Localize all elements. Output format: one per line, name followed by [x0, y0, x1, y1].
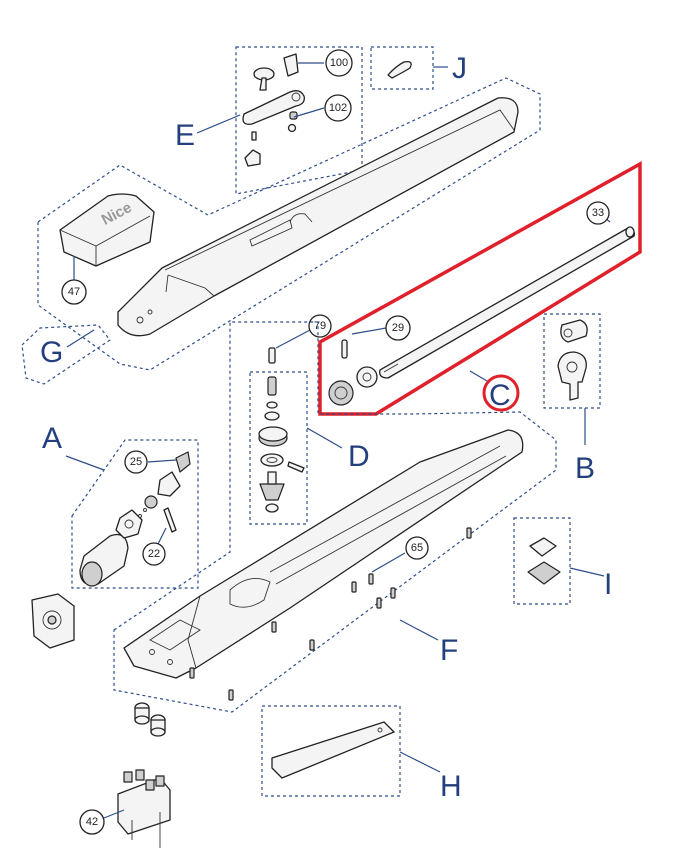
callout-22: 22 [148, 548, 160, 560]
group-label-e: E [175, 119, 195, 152]
terminal-block[interactable]: 42 [79, 769, 171, 848]
group-f[interactable]: 65 F [113, 321, 557, 713]
group-label-i: I [604, 568, 612, 601]
group-a[interactable]: A 25 22 [42, 422, 199, 589]
group-g-frame-outer [21, 324, 111, 385]
group-c-label-ring [482, 374, 520, 412]
arm-cover [117, 97, 519, 337]
group-a-frame [71, 439, 199, 589]
group-h-frame [261, 705, 401, 797]
group-label-a: A [42, 422, 62, 455]
callout-100: 100 [330, 57, 348, 69]
group-label-b: B [575, 452, 595, 485]
group-h-plate [271, 721, 395, 779]
pin-29 [341, 339, 348, 359]
shaft [379, 227, 636, 379]
group-i-pad-bottom [527, 561, 561, 585]
group-i[interactable]: I [513, 517, 612, 605]
group-label-d: D [348, 440, 370, 473]
group-b-bushing [560, 319, 588, 343]
group-g-frame [37, 77, 541, 371]
group-label-f: F [440, 634, 458, 667]
group-e-parts [242, 53, 305, 167]
group-b-frame [543, 313, 601, 409]
group-d-frame [249, 371, 308, 525]
callout-29: 29 [392, 322, 404, 334]
callout-47: 47 [68, 286, 80, 298]
callout-25: 25 [130, 456, 142, 468]
callout-65: 65 [411, 542, 423, 554]
callout-42: 42 [86, 816, 98, 828]
group-j-frame [370, 46, 434, 90]
group-b-key [557, 351, 587, 401]
bevel-gear [328, 380, 354, 406]
group-i-pad-top [529, 537, 557, 557]
group-a-parts [79, 451, 191, 587]
group-e[interactable]: E 100 102 [175, 46, 363, 195]
screw-79 [268, 347, 276, 364]
group-j[interactable]: J [370, 46, 467, 90]
cable-glands [134, 702, 166, 737]
group-label-h: H [440, 770, 462, 803]
base-screws [189, 527, 472, 701]
callout-33: 33 [592, 207, 604, 219]
group-c[interactable]: 29 33 C [318, 161, 642, 416]
group-c-highlight-frame [318, 161, 642, 416]
group-label-c: C [489, 379, 511, 412]
group-d[interactable]: D 79 [249, 314, 370, 525]
group-g[interactable]: Nice 47 G [21, 77, 541, 385]
group-label-j: J [452, 52, 467, 85]
group-b[interactable]: B [543, 313, 601, 485]
callout-79: 79 [314, 320, 326, 332]
callout-102: 102 [329, 102, 347, 114]
group-h[interactable]: H [261, 705, 462, 803]
group-f-frame [113, 321, 557, 713]
group-j-part [387, 60, 412, 79]
group-d-parts [258, 376, 305, 513]
nice-cap [59, 193, 155, 267]
flange-plate [31, 593, 75, 649]
group-label-g: G [40, 336, 63, 369]
washer [356, 366, 378, 388]
group-i-frame [513, 517, 571, 605]
